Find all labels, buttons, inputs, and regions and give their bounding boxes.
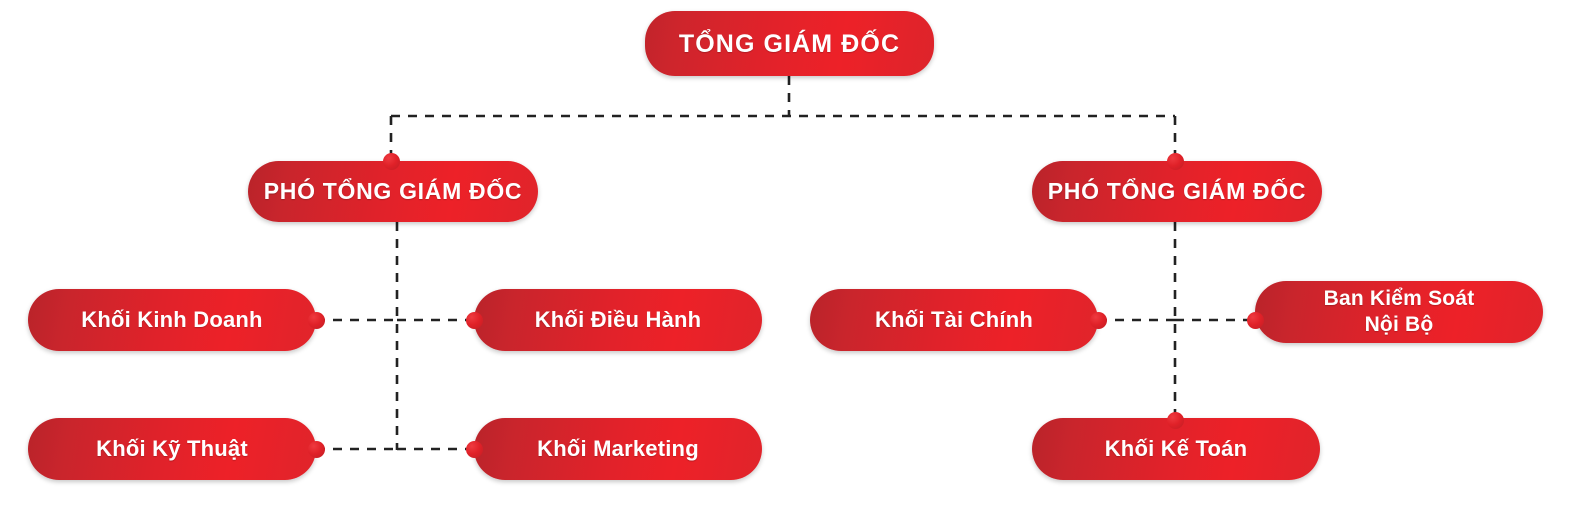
node-khoi-ke-toan[interactable]: Khối Kế Toán <box>1032 418 1320 480</box>
connector-dot-dieu-hanh <box>466 312 483 329</box>
node-khoi-kinh-doanh[interactable]: Khối Kinh Doanh <box>28 289 316 351</box>
node-label-khoi-marketing: Khối Marketing <box>537 435 699 461</box>
connector-dot-tai-chinh <box>1090 312 1107 329</box>
connector-dot-deputy-right <box>1167 153 1184 170</box>
node-label-tong-giam-doc: TỔNG GIÁM ĐỐC <box>678 29 901 58</box>
node-khoi-marketing[interactable]: Khối Marketing <box>474 418 762 480</box>
connector-dot-ke-toan <box>1167 412 1184 429</box>
node-khoi-dieu-hanh[interactable]: Khối Điều Hành <box>474 289 762 351</box>
node-label-khoi-dieu-hanh: Khối Điều Hành <box>534 306 702 332</box>
node-label-pho-tong-giam-doc-left: PHÓ TỔNG GIÁM ĐỐC <box>263 177 523 204</box>
node-label-khoi-ke-toan: Khối Kế Toán <box>1104 435 1248 461</box>
connector-dot-marketing <box>466 441 483 458</box>
connector-dot-deputy-left <box>383 153 400 170</box>
connector-dot-kinh-doanh <box>308 312 325 329</box>
node-khoi-tai-chinh[interactable]: Khối Tài Chính <box>810 289 1098 351</box>
connector-dot-kiem-soat <box>1247 312 1264 329</box>
node-label-ban-kiem-soat-noi-bo: Ban Kiểm Soát Nội Bộ <box>1323 286 1475 336</box>
node-label-khoi-kinh-doanh: Khối Kinh Doanh <box>81 306 263 332</box>
node-ban-kiem-soat-noi-bo[interactable]: Ban Kiểm Soát Nội Bộ <box>1255 281 1543 343</box>
node-label-khoi-ky-thuat: Khối Kỹ Thuật <box>96 435 248 461</box>
node-pho-tong-giam-doc-right[interactable]: PHÓ TỔNG GIÁM ĐỐC <box>1032 161 1322 222</box>
node-label-pho-tong-giam-doc-right: PHÓ TỔNG GIÁM ĐỐC <box>1047 177 1307 204</box>
node-label-khoi-tai-chinh: Khối Tài Chính <box>874 306 1033 332</box>
node-khoi-ky-thuat[interactable]: Khối Kỹ Thuật <box>28 418 316 480</box>
connector-dot-ky-thuat <box>308 441 325 458</box>
node-tong-giam-doc[interactable]: TỔNG GIÁM ĐỐC <box>645 11 934 76</box>
node-pho-tong-giam-doc-left[interactable]: PHÓ TỔNG GIÁM ĐỐC <box>248 161 538 222</box>
